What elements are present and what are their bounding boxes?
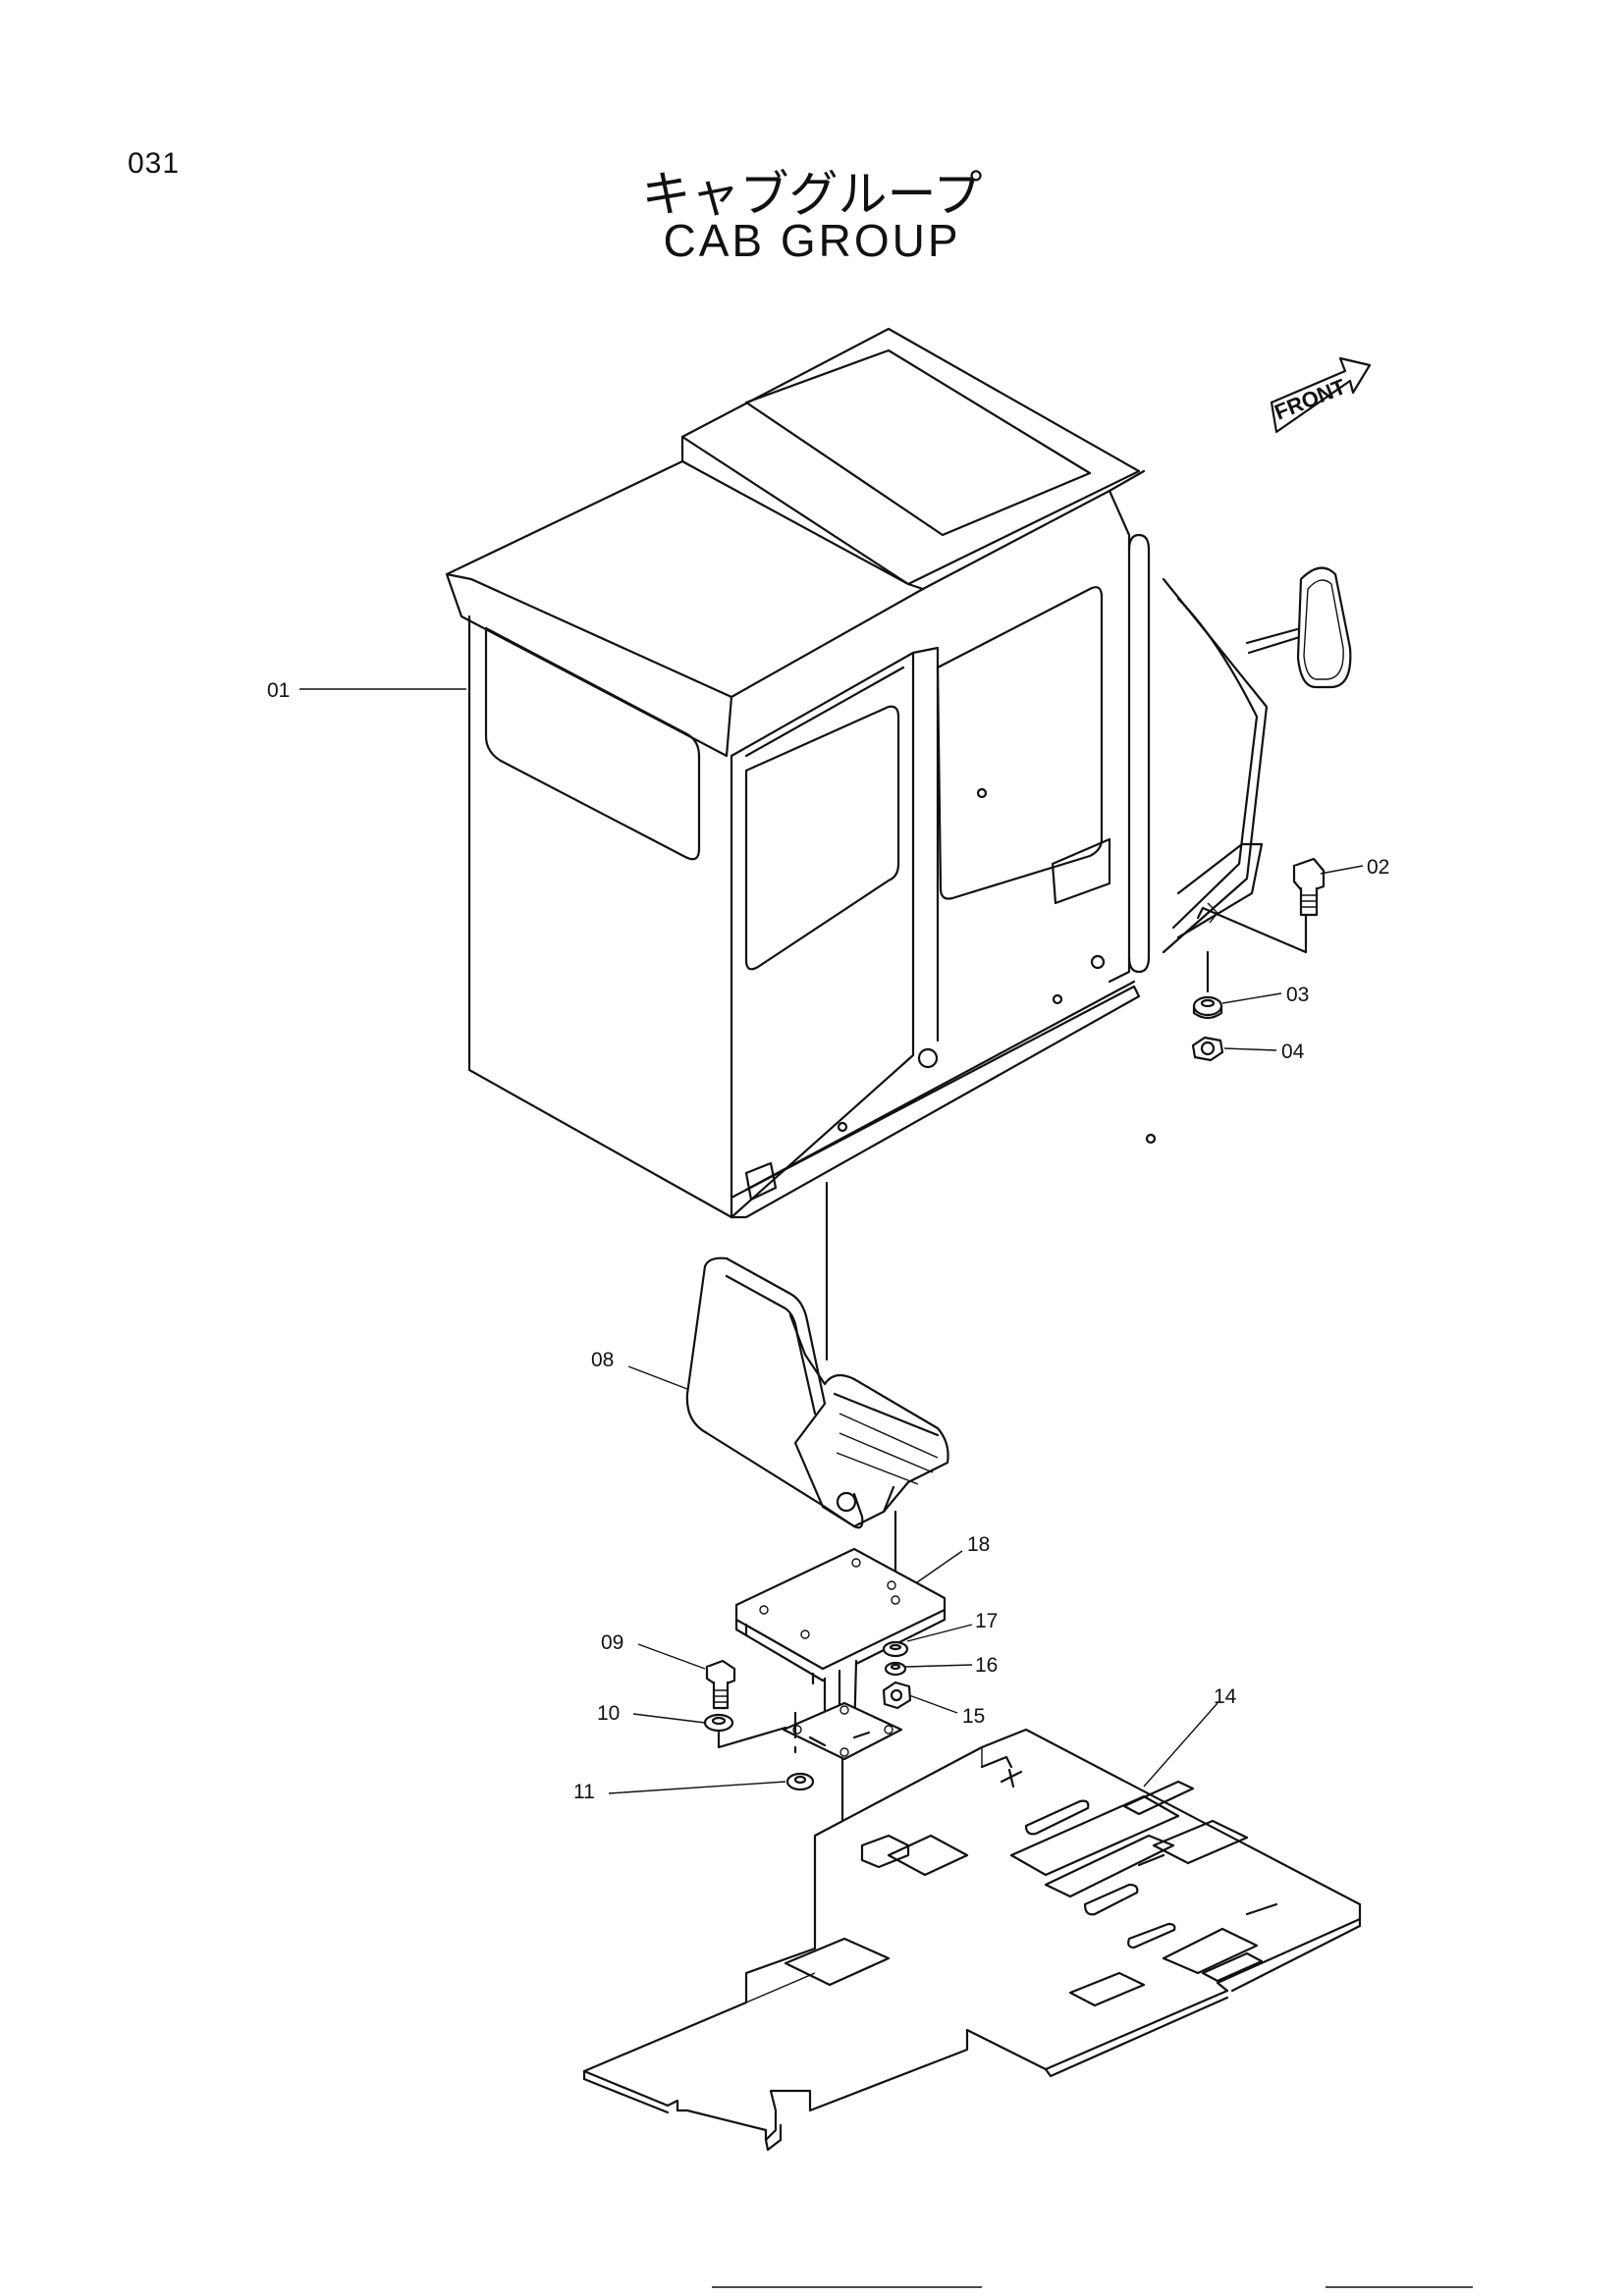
floor-mat-drawing xyxy=(582,1728,1362,2152)
seat-stand-drawing xyxy=(703,1547,947,2009)
page-title-english: CAB GROUP xyxy=(663,215,961,266)
callout-08: 08 xyxy=(591,1349,614,1371)
callout-16: 16 xyxy=(975,1654,998,1677)
cab-mount-hardware xyxy=(1191,857,1326,1062)
callout-14: 14 xyxy=(1214,1685,1237,1708)
front-arrow-icon: FRONT xyxy=(1270,356,1372,434)
callout-17: 17 xyxy=(975,1610,998,1632)
page-title-japanese: キャブグループ xyxy=(641,166,983,223)
callout-18: 18 xyxy=(967,1533,990,1556)
callout-15: 15 xyxy=(962,1705,985,1728)
callout-02: 02 xyxy=(1367,856,1389,879)
cab-drawing xyxy=(445,327,1352,1219)
callout-04: 04 xyxy=(1281,1041,1305,1063)
page-number: 031 xyxy=(128,147,181,180)
callout-11: 11 xyxy=(573,1781,595,1803)
callout-03: 03 xyxy=(1286,984,1309,1006)
callout-labels: 01 02 03 04 08 09 10 11 14 15 16 17 18 xyxy=(267,679,1389,1803)
front-label: FRONT xyxy=(1272,374,1350,425)
callout-10: 10 xyxy=(597,1702,620,1725)
callout-leaders xyxy=(299,688,1364,1794)
callout-09: 09 xyxy=(601,1631,623,1654)
callout-01: 01 xyxy=(267,679,290,702)
seat-drawing xyxy=(685,1256,949,1587)
